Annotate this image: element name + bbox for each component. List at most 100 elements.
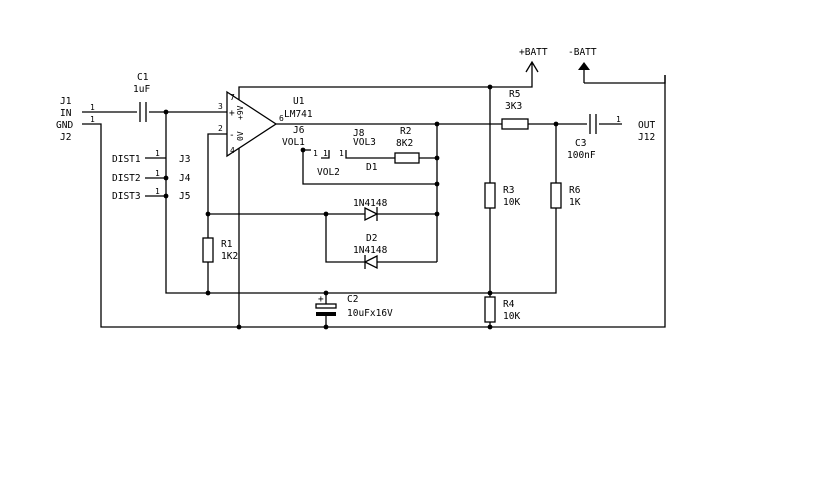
resistor-r3: R3 10K — [484, 182, 520, 209]
junction-dot — [487, 84, 493, 90]
capacitor-c2: + C2 10uFx16V — [315, 294, 393, 319]
connector-j5: DIST3 1 J5 — [112, 187, 190, 202]
wire-d2-loop — [325, 214, 365, 263]
c2-value: 10uFx16V — [347, 308, 393, 319]
opamp-value: LM741 — [284, 109, 313, 120]
junction-dot — [236, 324, 242, 330]
junction-dot — [434, 155, 440, 161]
wire-minus-batt-left — [584, 75, 666, 84]
junction-dot — [205, 290, 211, 296]
d2-ref: D2 — [366, 233, 377, 244]
junction-dot — [163, 193, 169, 199]
connector-j2: GND J2 1 — [56, 115, 95, 143]
j3-pin: 1 — [155, 149, 160, 158]
junction-dot — [434, 181, 440, 187]
j3-ref: J3 — [179, 154, 190, 165]
opamp-ref: U1 — [293, 96, 305, 107]
capacitor-c3: C3 100nF — [567, 114, 597, 161]
wire-dist-bus — [165, 112, 557, 294]
connector-j8: J8 VOL3 1 — [339, 128, 376, 158]
connector-j1: J1 IN 1 — [60, 96, 95, 119]
junction-dot — [323, 324, 329, 330]
vol2-name: VOL2 — [317, 167, 340, 178]
wire-minus-in — [207, 133, 217, 238]
wire-vol2 — [321, 150, 330, 159]
j5-name: DIST3 — [112, 191, 141, 202]
j4-pin: 1 — [155, 169, 160, 178]
resistor-r4: R4 10K — [484, 296, 520, 323]
j2-pin: 1 — [90, 115, 95, 124]
diode-d1: D1 1N4148 — [353, 162, 388, 222]
c1-value: 1uF — [133, 84, 150, 95]
j1-name: IN — [60, 108, 72, 119]
resistor-r5: R5 3K3 — [501, 89, 529, 130]
j2-ref: J2 — [60, 132, 71, 143]
j6-ref: J6 — [293, 125, 305, 136]
connector-vol2: 1 VOL2 — [317, 149, 340, 178]
j4-ref: J4 — [179, 173, 191, 184]
r2-value: 8K2 — [396, 138, 413, 149]
r4-ref: R4 — [503, 299, 515, 310]
j1-pin: 1 — [90, 103, 95, 112]
vol2-pin: 1 — [323, 149, 328, 158]
wire-vol-bus — [302, 150, 437, 185]
junction-dot — [434, 211, 440, 217]
j8-ref: J8 — [353, 128, 365, 139]
opamp-vplus-label: +9V — [236, 105, 245, 120]
c1-ref: C1 — [137, 72, 149, 83]
j12-name: OUT — [638, 120, 655, 131]
r3-value: 10K — [503, 197, 520, 208]
diode-d2: D2 1N4148 — [353, 233, 388, 270]
r6-ref: R6 — [569, 185, 581, 196]
c3-value: 100nF — [567, 150, 596, 161]
junction-dot — [487, 324, 493, 330]
vplus-symbol: +BATT — [519, 47, 548, 75]
opamp-pin-4: 4 — [230, 146, 235, 155]
connector-j12: 1 OUT J12 — [616, 115, 655, 143]
junction-dot — [553, 121, 559, 127]
r6-value: 1K — [569, 197, 581, 208]
junction-dot — [163, 175, 169, 181]
connector-j6: J6 VOL1 1 — [282, 125, 318, 158]
opamp-vminus-label: 0V — [236, 131, 245, 141]
capacitor-c1: C1 1uF — [133, 72, 150, 122]
wires — [82, 75, 666, 328]
resistor-r6: R6 1K — [550, 182, 581, 209]
resistor-r1: R1 1K2 — [202, 237, 238, 263]
d1-ref: D1 — [366, 162, 378, 173]
connector-j3: DIST1 1 J3 — [112, 149, 190, 165]
opamp-u1: + - +9V 0V 3 2 6 7 4 U1 LM741 — [217, 90, 313, 158]
r2-ref: R2 — [400, 126, 411, 137]
r4-value: 10K — [503, 311, 520, 322]
opamp-pin-3: 3 — [218, 102, 223, 111]
wire-gnd-rail — [82, 75, 666, 328]
j4-name: DIST2 — [112, 173, 141, 184]
vplus-label: +BATT — [519, 47, 548, 58]
junction-dot — [434, 121, 440, 127]
junction-dot — [163, 109, 169, 115]
vminus-label: -BATT — [568, 47, 597, 58]
opamp-pin-6: 6 — [279, 114, 284, 123]
junctions — [163, 84, 559, 330]
wire-vplus-rail — [238, 75, 533, 95]
d1-value: 1N4148 — [353, 198, 388, 209]
j5-ref: J5 — [179, 191, 190, 202]
junction-dot — [323, 211, 329, 217]
junction-dot — [323, 290, 329, 296]
vminus-symbol: -BATT — [568, 47, 597, 83]
r5-value: 3K3 — [505, 101, 522, 112]
j1-ref: J1 — [60, 96, 72, 107]
junction-dot — [487, 290, 493, 296]
opamp-plus-sign: + — [229, 108, 235, 119]
d2-value: 1N4148 — [353, 245, 388, 256]
c3-ref: C3 — [575, 138, 586, 149]
j2-name: GND — [56, 120, 73, 131]
opamp-pin-7: 7 — [230, 93, 235, 102]
junction-dot — [300, 147, 306, 153]
opamp-pin-2: 2 — [218, 124, 223, 133]
r5-ref: R5 — [509, 89, 520, 100]
wire-vol3 — [345, 150, 395, 159]
c2-ref: C2 — [347, 294, 358, 305]
j3-name: DIST1 — [112, 154, 141, 165]
